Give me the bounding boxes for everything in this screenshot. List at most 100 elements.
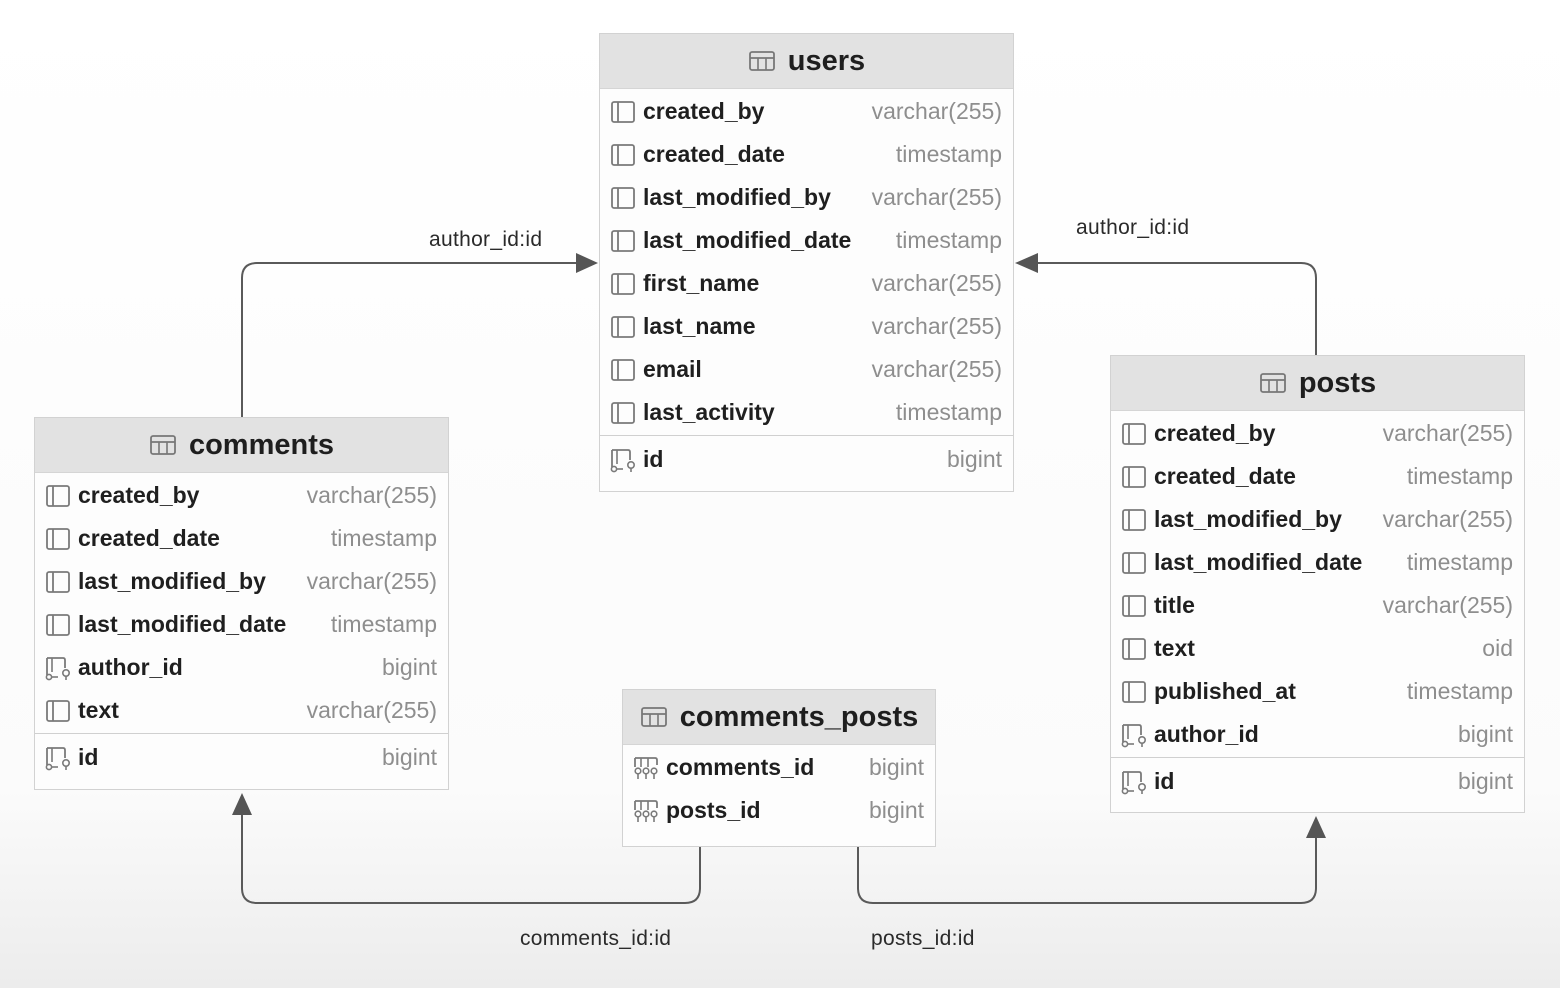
relation-line-comments-users[interactable] (241, 262, 576, 418)
column-type: varchar(255) (1382, 506, 1513, 532)
column-name: author_id (1154, 721, 1259, 747)
column-row[interactable]: email varchar(255) (600, 348, 1013, 391)
table-comments[interactable]: comments created_by varchar(255) created_da… (34, 417, 449, 790)
column-type: varchar(255) (871, 98, 1002, 124)
column-icon (1120, 550, 1154, 576)
column-row[interactable]: last_modified_by varchar(255) (1111, 498, 1524, 541)
column-row[interactable]: published_at timestamp (1111, 670, 1524, 713)
column-name: title (1154, 592, 1195, 618)
table-icon (640, 705, 668, 729)
column-icon (609, 314, 643, 340)
column-name: last_modified_date (78, 611, 287, 637)
column-type: varchar(255) (871, 313, 1002, 339)
column-icon (1120, 593, 1154, 619)
column-name: author_id (78, 654, 183, 680)
column-icon (44, 698, 78, 724)
column-icon (44, 612, 78, 638)
key-separator (600, 435, 1013, 436)
table-header[interactable]: comments_posts (623, 690, 935, 745)
column-type: timestamp (1406, 678, 1513, 704)
column-name: created_by (78, 482, 200, 508)
column-icon (1120, 507, 1154, 533)
table-title: comments (188, 428, 335, 461)
column-name: published_at (1154, 678, 1296, 704)
column-name: id (643, 446, 664, 472)
column-type: timestamp (1406, 549, 1513, 575)
relation-line-comments_posts-posts[interactable] (857, 838, 1317, 904)
primary-key-icon (609, 447, 643, 473)
arrowhead-icon (576, 253, 598, 273)
column-name: last_modified_date (643, 227, 852, 253)
column-name: created_date (643, 141, 785, 167)
table-header[interactable]: users (600, 34, 1013, 89)
column-type: varchar(255) (871, 184, 1002, 210)
table-icon (748, 49, 776, 73)
column-icon (609, 142, 643, 168)
table-icon (1259, 371, 1287, 395)
column-name: id (1154, 768, 1175, 794)
column-name: last_modified_by (1154, 506, 1342, 532)
column-name: last_modified_by (78, 568, 266, 594)
column-type: bigint (382, 654, 437, 680)
column-row[interactable]: created_by varchar(255) (600, 90, 1013, 133)
column-name: created_by (643, 98, 765, 124)
column-type: varchar(255) (871, 356, 1002, 382)
column-name: email (643, 356, 702, 382)
column-row[interactable]: last_modified_by varchar(255) (35, 560, 448, 603)
relation-line-comments_posts-comments[interactable] (241, 815, 701, 904)
column-row[interactable]: author_id bigint (35, 646, 448, 689)
column-row[interactable]: text oid (1111, 627, 1524, 670)
column-icon (609, 99, 643, 125)
column-name: id (78, 744, 99, 770)
arrowhead-icon (232, 793, 252, 815)
column-name: posts_id (666, 797, 761, 823)
relation-line-posts-users[interactable] (1038, 262, 1317, 355)
column-type: varchar(255) (306, 482, 437, 508)
table-icon (149, 433, 177, 457)
column-icon (609, 357, 643, 383)
column-name: first_name (643, 270, 760, 296)
foreign-key-icon (44, 655, 78, 681)
column-name: text (1154, 635, 1195, 661)
column-icon (1120, 421, 1154, 447)
table-header[interactable]: posts (1111, 356, 1524, 411)
key-separator (35, 733, 448, 734)
column-name: comments_id (666, 754, 815, 780)
column-name: created_date (1154, 463, 1296, 489)
column-type: varchar(255) (306, 697, 437, 723)
relation-label-comments_posts-posts: posts_id:id (871, 927, 975, 950)
primary-key-icon (1120, 769, 1154, 795)
column-row[interactable]: created_by varchar(255) (35, 474, 448, 517)
column-type: timestamp (330, 525, 437, 551)
table-header[interactable]: comments (35, 418, 448, 473)
column-icon (609, 185, 643, 211)
column-type: varchar(255) (306, 568, 437, 594)
relation-label-comments-users: author_id:id (429, 228, 543, 251)
column-type: oid (1482, 635, 1513, 661)
